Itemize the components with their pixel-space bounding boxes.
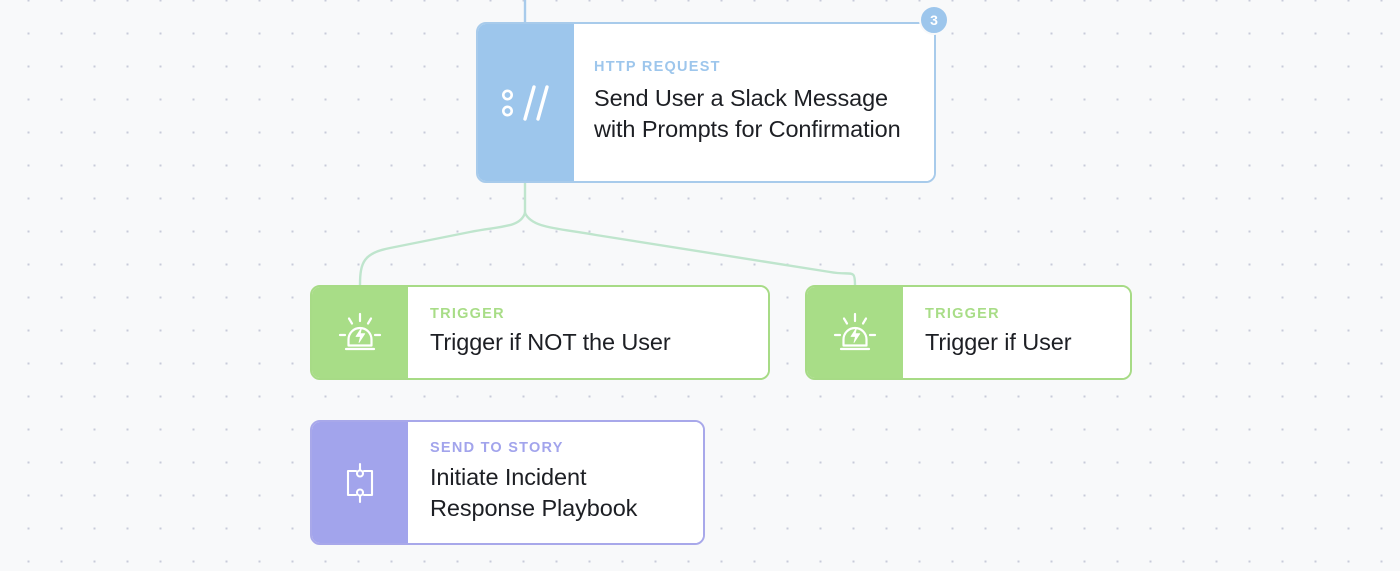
- node-kicker: SEND TO STORY: [430, 439, 564, 456]
- node-http-request-body: HTTP REQUEST Send User a Slack Message w…: [574, 24, 934, 181]
- siren-alert-icon: [312, 287, 408, 378]
- edge-http-to-trigger-not-user: [358, 211, 527, 287]
- node-trigger-not-user[interactable]: TRIGGER Trigger if NOT the User: [310, 285, 770, 380]
- node-trigger-user[interactable]: TRIGGER Trigger if User: [805, 285, 1132, 380]
- node-title: Initiate Incident Response Playbook: [430, 463, 638, 521]
- status-badge[interactable]: 3: [919, 5, 949, 35]
- story-bracket-icon: [312, 422, 408, 543]
- node-trigger-user-body: TRIGGER Trigger if User: [903, 287, 1130, 378]
- node-kicker: TRIGGER: [925, 305, 1000, 322]
- node-http-request[interactable]: HTTP REQUEST Send User a Slack Message w…: [476, 22, 936, 183]
- node-title: Send User a Slack Message with Prompts f…: [594, 84, 901, 142]
- url-protocol-icon: [478, 24, 574, 181]
- edge-http-to-trigger-user: [523, 211, 857, 287]
- node-title: Trigger if User: [925, 328, 1072, 355]
- node-kicker: HTTP REQUEST: [594, 58, 721, 75]
- node-kicker: TRIGGER: [430, 305, 505, 322]
- node-send-to-story-body: SEND TO STORY Initiate Incident Response…: [408, 422, 703, 543]
- siren-alert-icon: [807, 287, 903, 378]
- node-title: Trigger if NOT the User: [430, 328, 671, 355]
- node-send-to-story[interactable]: SEND TO STORY Initiate Incident Response…: [310, 420, 705, 545]
- node-trigger-not-user-body: TRIGGER Trigger if NOT the User: [408, 287, 768, 378]
